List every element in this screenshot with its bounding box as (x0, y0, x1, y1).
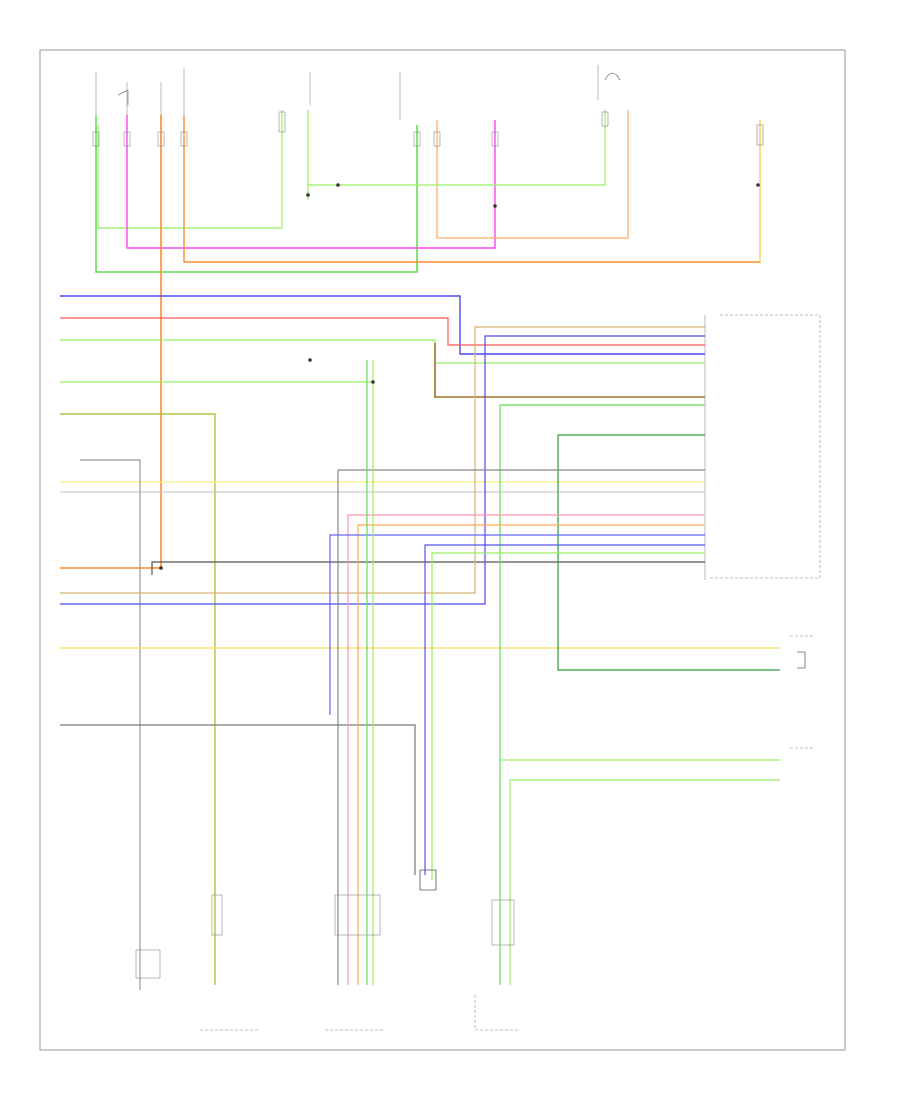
wire-group (60, 110, 780, 990)
wire-tan-2 (60, 326, 705, 594)
wire-orange-2 (357, 524, 705, 985)
wire-lightgreen-3 (431, 552, 705, 880)
wire-magenta (126, 115, 496, 249)
connector-block (491, 131, 499, 147)
switch-symbol-icon (117, 89, 129, 105)
wire-tan-top (436, 110, 629, 239)
splice-dot (308, 358, 312, 362)
wire-blue-1 (60, 295, 705, 355)
wire-gray-black (80, 459, 141, 990)
connector-block (413, 131, 421, 147)
connector-block (601, 111, 609, 127)
bottom-outline-3 (474, 995, 520, 1031)
wire-lightgreen-1 (60, 339, 705, 364)
connector-block (92, 131, 100, 147)
wire-green-3 (499, 404, 705, 985)
wire-green-right (308, 110, 606, 186)
connector-block (756, 124, 764, 146)
coil-symbol-icon (419, 869, 437, 891)
wire-green-a (95, 115, 418, 273)
connector-block (180, 131, 188, 147)
component-outlines (200, 314, 821, 1031)
wire-brown (434, 343, 705, 398)
splice-dot (371, 380, 375, 384)
wire-blue-4 (424, 544, 705, 875)
wire-orange-main (183, 115, 761, 263)
top-connector-stubs (95, 65, 706, 580)
wire-orange-drop (60, 115, 162, 569)
connector-block (334, 894, 381, 936)
wire-olive (60, 413, 216, 985)
wire-red (60, 317, 705, 346)
splice-dot (159, 566, 163, 570)
connector-markers (92, 111, 764, 979)
connector-block (491, 899, 515, 946)
connector-block (211, 894, 223, 936)
diagram-frame (39, 49, 846, 1051)
wire-green-b (97, 110, 283, 229)
wire-green-5 (509, 779, 780, 985)
bracket-symbol-icon (604, 72, 621, 81)
connector-block (123, 131, 131, 147)
connector-block (157, 131, 165, 147)
wire-gray-2 (337, 469, 705, 985)
connector-block (278, 111, 286, 133)
connector-block (135, 949, 161, 979)
wire-green-2 (60, 360, 374, 383)
component-symbols (117, 72, 806, 891)
sensor-symbol-icon (797, 651, 806, 669)
control-unit-outline (710, 314, 821, 579)
wire-darkgray (151, 561, 705, 575)
splice-dot (756, 183, 760, 187)
splice-points (159, 183, 760, 570)
wire-darkgray-2 (60, 724, 416, 875)
splice-dot (306, 193, 310, 197)
wire-pink (347, 514, 705, 985)
connector-block (433, 131, 441, 147)
wire-blue-3 (329, 534, 705, 715)
splice-dot (493, 204, 497, 208)
splice-dot (336, 183, 340, 187)
